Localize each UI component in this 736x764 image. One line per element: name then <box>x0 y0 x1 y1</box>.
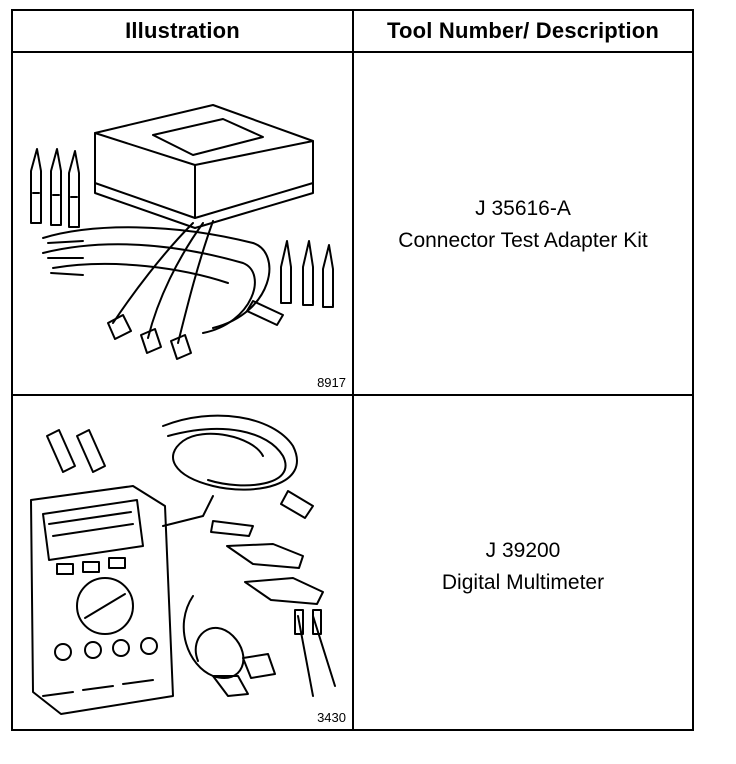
tool-description: Connector Test Adapter Kit <box>398 229 648 252</box>
multimeter-drawing <box>30 414 336 715</box>
header-tool-description: Tool Number/ Description <box>386 18 660 43</box>
header-divider <box>13 51 692 53</box>
adapter-kit-drawing <box>30 104 334 360</box>
illustration-adapter-kit: 8917 <box>13 53 352 394</box>
tool-number: J 35616-A <box>475 197 571 220</box>
row-multimeter-description: J 39200 Digital Multimeter <box>354 535 692 599</box>
tool-description: Digital Multimeter <box>441 571 605 594</box>
figure-number: 8917 <box>317 375 346 390</box>
row-divider <box>13 394 692 396</box>
row-adapter-kit-description: J 35616-A Connector Test Adapter Kit <box>354 193 692 257</box>
tool-number: J 39200 <box>485 539 561 562</box>
tool-table: Illustration Tool Number/ Description <box>11 9 694 731</box>
header-illustration: Illustration <box>125 18 240 43</box>
column-divider <box>352 11 354 729</box>
figure-number: 3430 <box>317 710 346 725</box>
illustration-multimeter: 3430 <box>13 396 352 729</box>
